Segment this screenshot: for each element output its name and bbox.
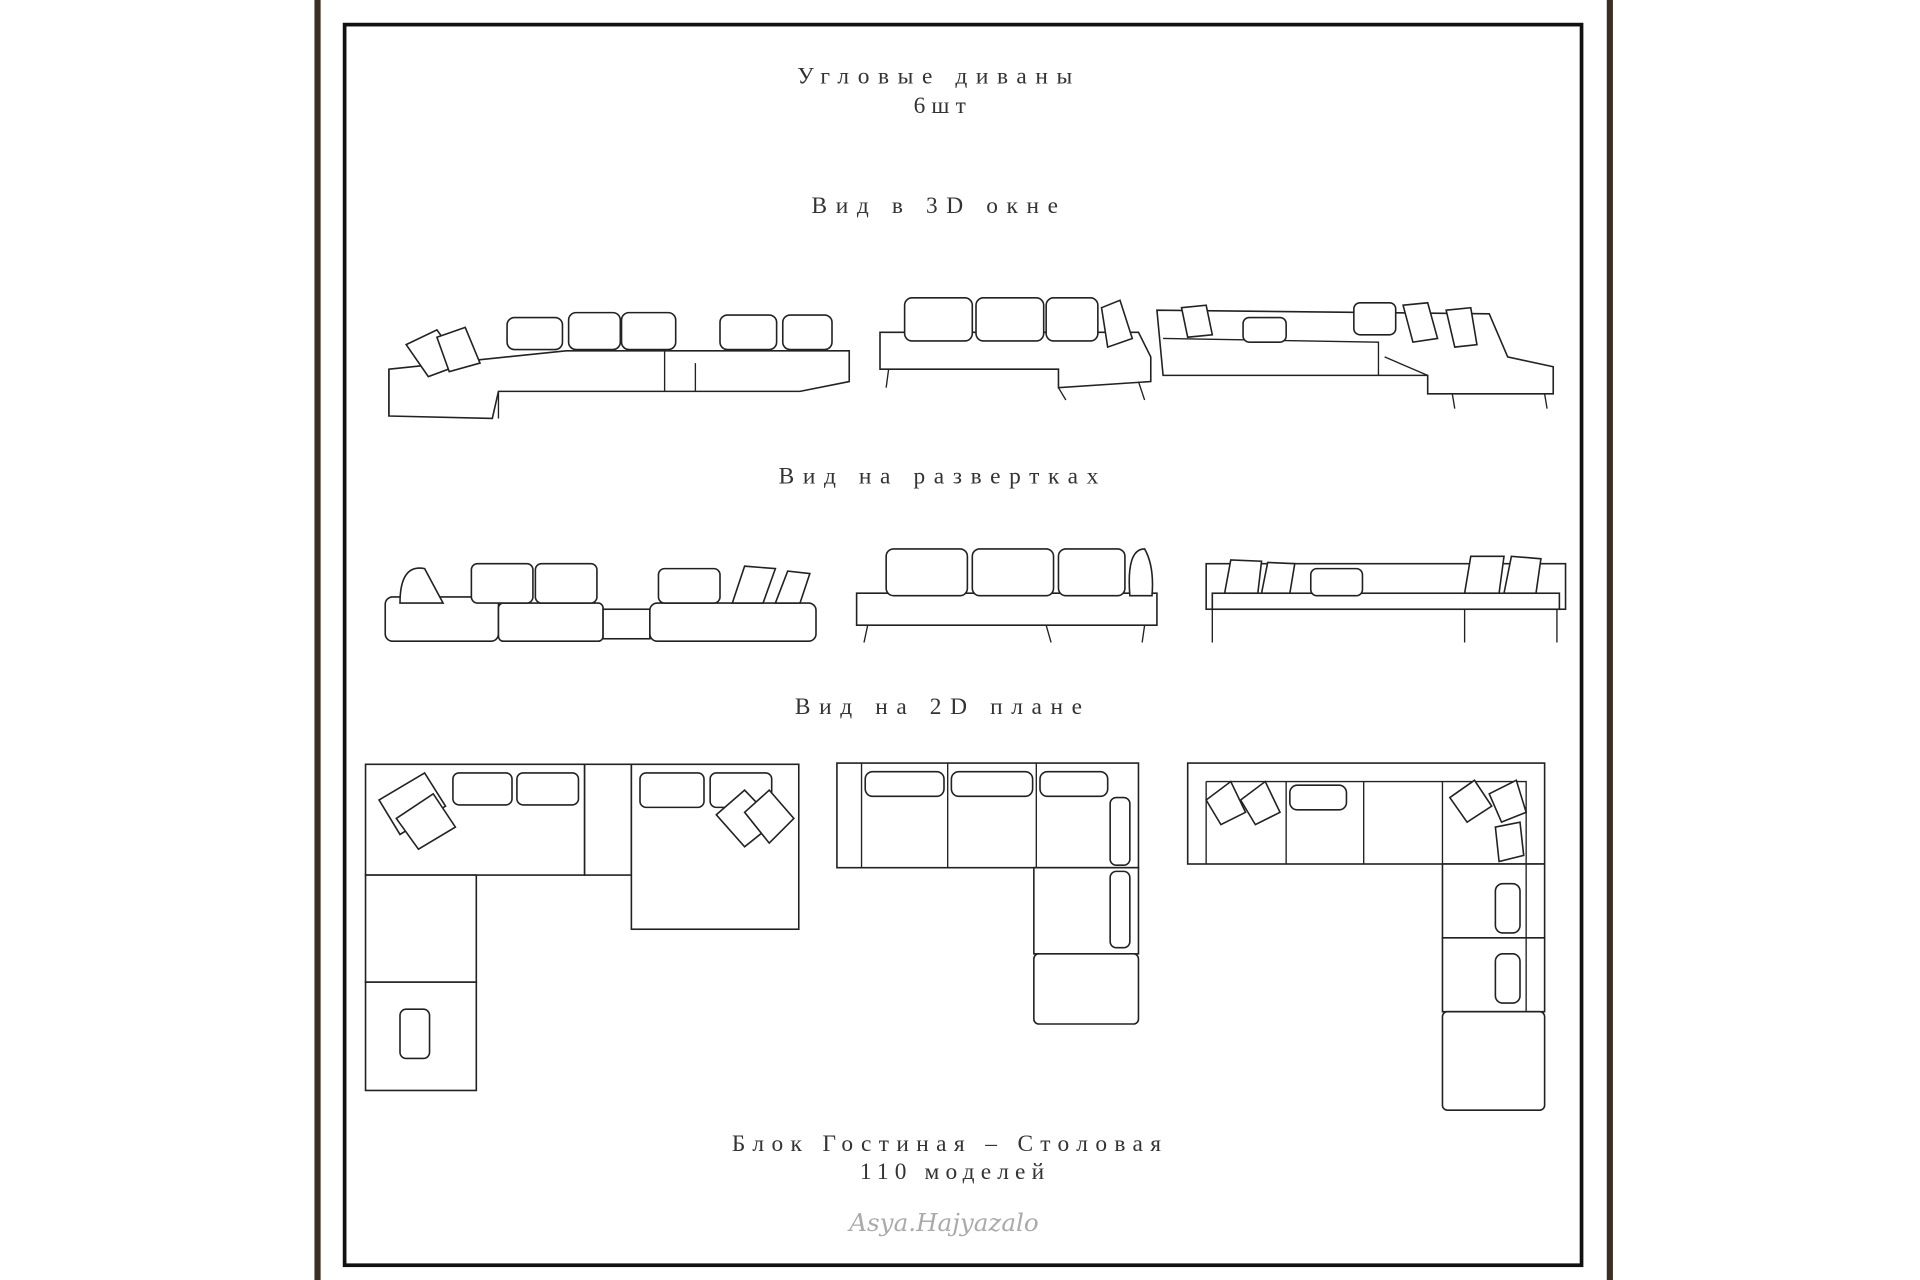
sofa-plan-3 [1186, 762, 1546, 1111]
sheet-title: Угловые диваны [797, 64, 1081, 90]
section-3d-heading: Вид в 3D окне [812, 193, 1067, 219]
sofa-elevation-3 [1205, 555, 1567, 643]
sofa-plan-1 [364, 763, 800, 1092]
footer-models: 110 моделей [860, 1159, 1050, 1185]
inner-frame [342, 22, 1584, 1268]
section-elevations-heading: Вид на развертках [779, 464, 1107, 490]
sofa-3d-1 [388, 311, 851, 420]
sofa-elevation-1 [384, 562, 817, 643]
section-plan-heading: Вид на 2D плане [795, 694, 1091, 720]
sofa-3d-3 [1156, 301, 1555, 409]
signature: Asya.Hajyazalo [847, 1208, 1038, 1237]
sheet-count: 6шт [914, 93, 972, 119]
sofa-elevation-2 [855, 548, 1158, 643]
sofa-3d-2 [879, 297, 1152, 401]
footer-block: Блок Гостиная – Столовая [732, 1131, 1169, 1157]
sofa-plan-2 [836, 762, 1140, 1025]
